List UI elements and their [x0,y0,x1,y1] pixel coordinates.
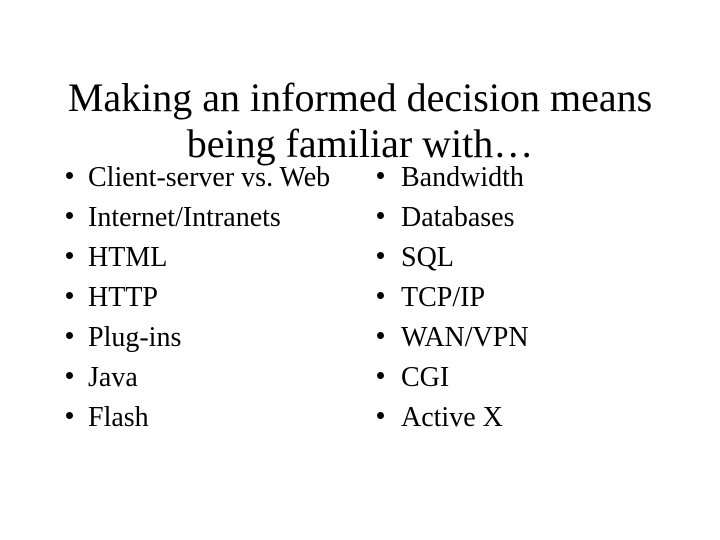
bullet-list-right: Bandwidth Databases SQL TCP/IP WAN/VPN C… [377,158,529,438]
list-item-label: SQL [401,242,454,273]
list-item: TCP/IP [377,278,529,318]
slide-title-line-2: being familiar with… [186,120,534,166]
list-item-label: CGI [401,362,450,393]
list-item: SQL [377,238,529,278]
list-item: HTML [66,238,330,278]
list-item: Internet/Intranets [66,198,330,238]
bullet-icon [377,372,384,379]
slide-title-line-1: Making an informed decision means [67,74,653,120]
bullet-icon [66,252,73,259]
bullet-icon [377,212,384,219]
bullet-icon [66,212,73,219]
bullet-icon [377,292,384,299]
list-item: Databases [377,198,529,238]
list-item-label: Java [88,362,138,393]
list-item: HTTP [66,278,330,318]
list-item: Java [66,358,330,398]
bullet-icon [66,292,73,299]
list-item-label: Active X [401,402,503,433]
bullet-icon [377,172,384,179]
slide-title: Making an informed decision means being … [0,75,720,167]
bullet-icon [377,412,384,419]
list-item: CGI [377,358,529,398]
list-item: Client-server vs. Web [66,158,330,198]
bullet-icon [66,332,73,339]
list-item-label: HTML [88,242,168,273]
list-item-label: Internet/Intranets [88,202,281,233]
bullet-icon [66,372,73,379]
list-item: Flash [66,398,330,438]
list-item-label: Databases [401,202,515,233]
bullet-list-left: Client-server vs. Web Internet/Intranets… [66,158,330,438]
bullet-icon [66,172,73,179]
list-item-label: WAN/VPN [401,322,529,353]
list-item: Active X [377,398,529,438]
list-item: Bandwidth [377,158,529,198]
list-item-label: Flash [88,402,149,433]
list-item: WAN/VPN [377,318,529,358]
bullet-icon [66,412,73,419]
list-item-label: Plug-ins [88,322,182,353]
bullet-icon [377,252,384,259]
bullet-icon [377,332,384,339]
list-item-label: HTTP [88,282,158,313]
list-item-label: TCP/IP [401,282,486,313]
list-item: Plug-ins [66,318,330,358]
list-item-label: Bandwidth [401,162,524,193]
list-item-label: Client-server vs. Web [88,162,331,193]
